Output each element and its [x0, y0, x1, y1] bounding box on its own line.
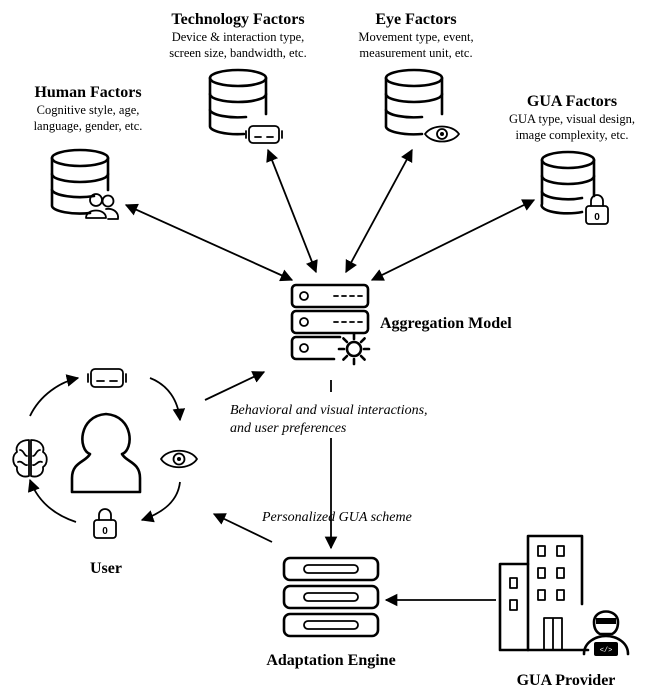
cycle-arrow-4: [27, 478, 77, 523]
edge-eye-aggregation: [345, 148, 413, 274]
adaptation-engine-node: Adaptation Engine: [266, 556, 396, 669]
user-label: User: [90, 560, 122, 577]
edge-user-aggregation: [204, 371, 266, 401]
user-node: 0 User: [12, 368, 198, 577]
cycle-arrow-1: [29, 374, 80, 417]
user-icon: [70, 412, 142, 494]
aggregation-model-label: Aggregation Model: [380, 315, 512, 332]
human-factors-title: Human Factors: [34, 84, 141, 101]
gua-factors-node: GUA Factors GUA type, visual design, ima…: [509, 93, 635, 225]
cycle-arrow-2: [149, 377, 186, 422]
server-gear-icon: [290, 283, 371, 366]
lock-icon: 0: [585, 194, 609, 225]
aggregation-model-node: Aggregation Model: [290, 283, 512, 366]
edge-label-interactions-2: and user preferences: [230, 421, 347, 436]
technology-factors-title: Technology Factors: [171, 11, 304, 28]
edge-technology-aggregation: [266, 148, 318, 274]
vr-headset-icon: [245, 125, 283, 144]
gua-factors-desc-2: image complexity, etc.: [515, 128, 628, 142]
cycle-arrow-3: [140, 481, 181, 523]
adaptation-engine-label: Adaptation Engine: [266, 652, 395, 669]
eye-icon: [424, 125, 460, 143]
svg-text:0: 0: [594, 212, 600, 223]
gua-provider-node: </> GUA Provider: [498, 534, 630, 687]
technology-factors-desc-1: Device & interaction type,: [172, 30, 305, 44]
eye-factors-desc-2: measurement unit, etc.: [359, 46, 472, 60]
human-factors-desc-1: Cognitive style, age,: [37, 103, 140, 117]
svg-text:</>: </>: [600, 647, 613, 655]
edge-label-scheme: Personalized GUA scheme: [261, 510, 412, 525]
vr-headset-icon: [87, 368, 127, 388]
edge-human-aggregation: [124, 203, 294, 282]
server-rack-icon: [282, 556, 380, 638]
eye-factors-desc-1: Movement type, event,: [358, 30, 473, 44]
technology-factors-node: Technology Factors Device & interaction …: [169, 11, 307, 144]
svg-text:0: 0: [102, 526, 108, 537]
edge-label-interactions-1: Behavioral and visual interactions,: [230, 403, 428, 418]
gua-provider-label: GUA Provider: [517, 672, 616, 687]
database-icon: [50, 148, 110, 215]
edge-adaptation-user: [212, 513, 273, 543]
database-icon: [540, 150, 596, 215]
building-developer-icon: </>: [498, 534, 630, 656]
brain-icon: [12, 439, 48, 478]
eye-factors-node: Eye Factors Movement type, event, measur…: [358, 11, 474, 143]
eye-icon: [160, 449, 198, 469]
gua-factors-title: GUA Factors: [527, 93, 617, 110]
edge-gua-aggregation: [370, 199, 536, 281]
eye-factors-title: Eye Factors: [375, 11, 456, 28]
database-icon: [208, 68, 268, 136]
human-factors-desc-2: language, gender, etc.: [34, 119, 143, 133]
gua-factors-desc-1: GUA type, visual design,: [509, 112, 635, 126]
database-icon: [384, 68, 444, 136]
lock-icon: 0: [93, 508, 117, 539]
human-factors-node: Human Factors Cognitive style, age, lang…: [34, 84, 143, 220]
technology-factors-desc-2: screen size, bandwidth, etc.: [169, 46, 306, 60]
people-icon: [85, 193, 119, 220]
